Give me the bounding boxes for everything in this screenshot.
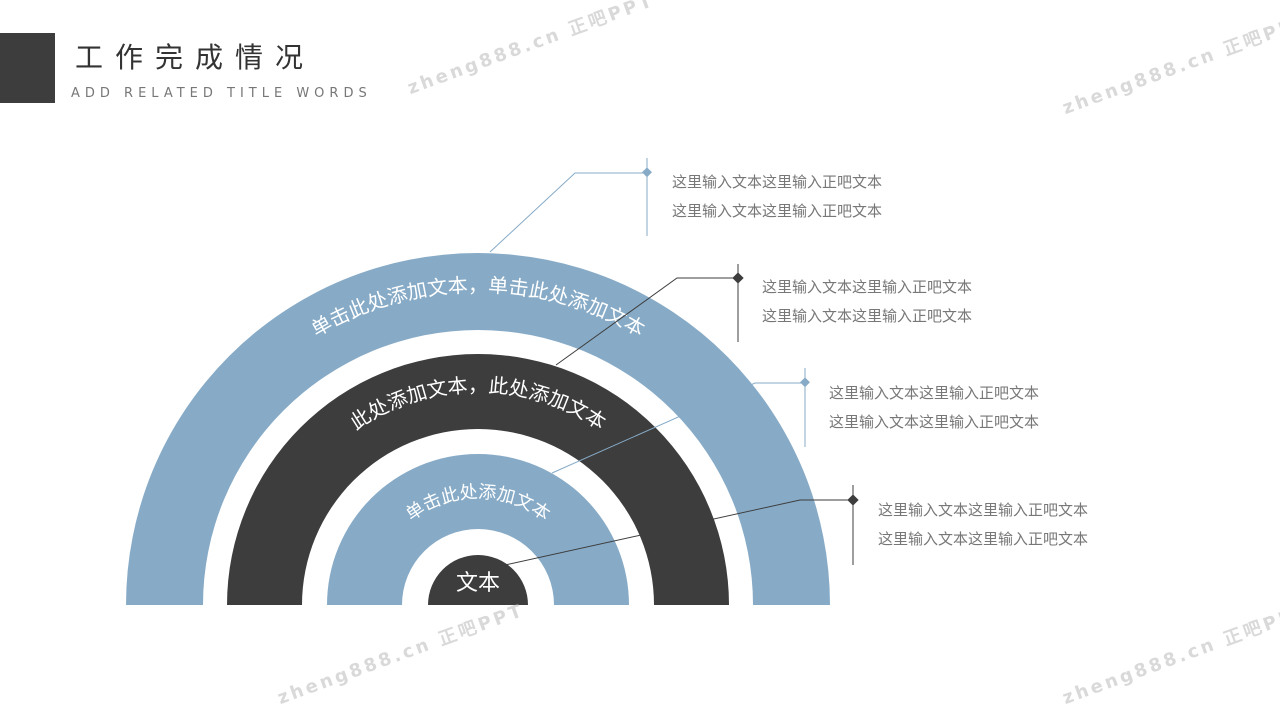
note-line: 这里输入文本这里输入正吧文本 <box>829 413 1040 431</box>
note-line: 这里输入文本这里输入正吧文本 <box>672 173 883 191</box>
note-line: 这里输入文本这里输入正吧文本 <box>878 501 1089 519</box>
ring-outer[interactable] <box>126 253 830 605</box>
callout-3 <box>551 368 810 474</box>
ring-second[interactable] <box>227 354 729 605</box>
note-line: 这里输入文本这里输入正吧文本 <box>672 202 883 220</box>
callout-2 <box>555 264 744 366</box>
page-subtitle: ADD RELATED TITLE WORDS <box>71 86 372 101</box>
note-1: 这里输入文本这里输入正吧文本这里输入文本这里输入正吧文本 <box>672 168 882 226</box>
note-4: 这里输入文本这里输入正吧文本这里输入文本这里输入正吧文本 <box>878 496 1088 554</box>
note-line: 这里输入文本这里输入正吧文本 <box>829 384 1040 402</box>
callout-1 <box>489 158 652 253</box>
note-line: 这里输入文本这里输入正吧文本 <box>878 530 1089 548</box>
note-line: 这里输入文本这里输入正吧文本 <box>762 307 973 325</box>
note-2: 这里输入文本这里输入正吧文本这里输入文本这里输入正吧文本 <box>762 273 972 331</box>
ring-third[interactable] <box>327 454 629 605</box>
ring-center[interactable] <box>428 555 528 605</box>
callout-4 <box>504 485 859 566</box>
note-line: 这里输入文本这里输入正吧文本 <box>762 278 973 296</box>
ring-center-label: 文本 <box>456 571 500 596</box>
page-title: 工作完成情况 <box>75 41 316 74</box>
note-3: 这里输入文本这里输入正吧文本这里输入文本这里输入正吧文本 <box>829 379 1039 437</box>
title-accent-block <box>0 33 55 103</box>
